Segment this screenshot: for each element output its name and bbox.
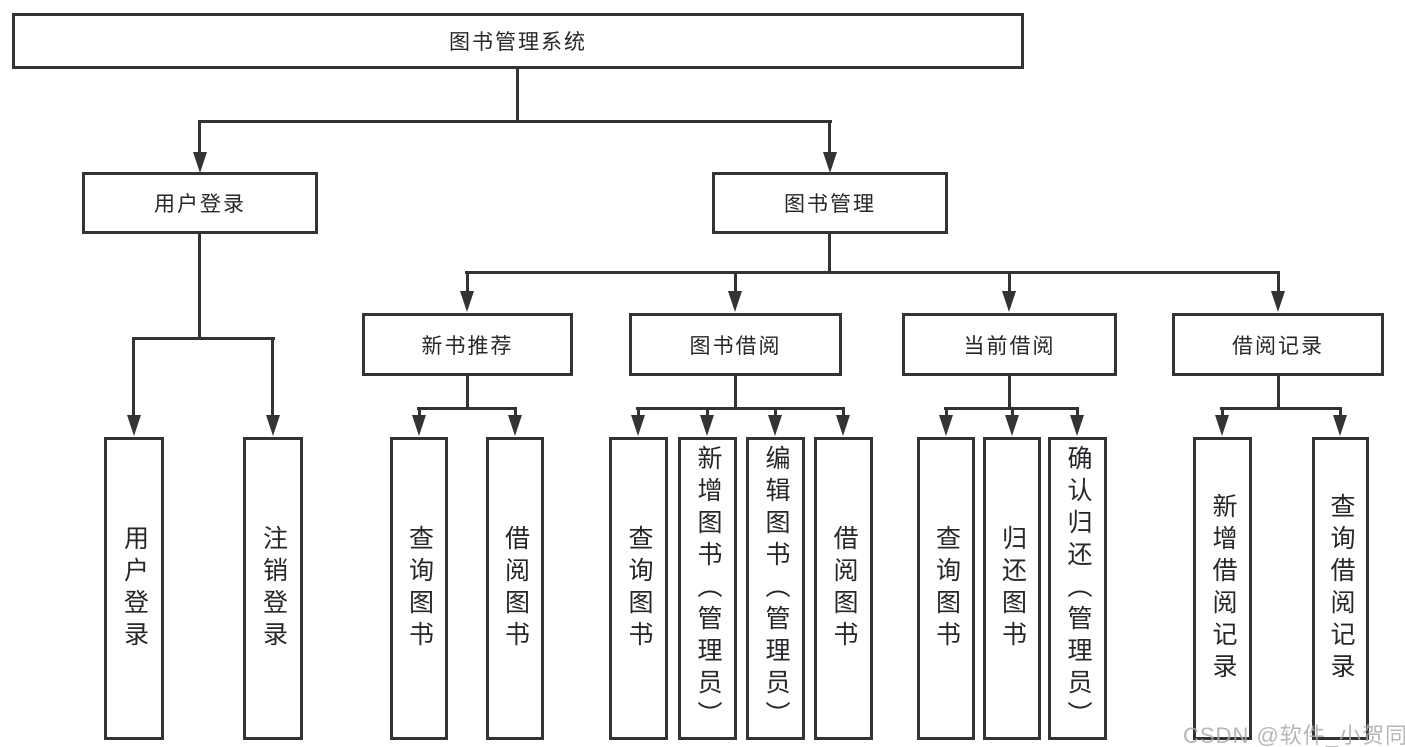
- arrow-down-icon: [1271, 291, 1285, 312]
- node-label: 归还图书: [998, 524, 1027, 653]
- connector-group4-stem: [1277, 376, 1280, 407]
- node-leaf-bb-query-book: 查询图书: [609, 437, 668, 740]
- node-book-borrow: 图书借阅: [629, 313, 842, 376]
- connector-leaf-shaft: [1011, 407, 1014, 419]
- connector-group-shaft: [466, 271, 469, 297]
- arrow-down-icon: [127, 415, 141, 436]
- node-current-borrow: 当前借阅: [902, 313, 1117, 376]
- node-user-login: 用户登录: [82, 172, 318, 234]
- node-borrow-records: 借阅记录: [1172, 313, 1384, 376]
- connector-user-login-shaft: [198, 120, 201, 156]
- node-label: 用户登录: [120, 524, 149, 653]
- node-leaf-cb-return-book: 归还图书: [983, 437, 1041, 740]
- node-leaf-nb-query-book: 查询图书: [390, 437, 448, 740]
- node-book-management: 图书管理: [712, 172, 948, 234]
- arrow-down-icon: [768, 415, 782, 436]
- node-label: 新增图书（管理员）: [694, 444, 722, 733]
- arrow-down-icon: [266, 415, 280, 436]
- arrow-down-icon: [631, 415, 645, 436]
- connector-leaf-shaft: [514, 407, 517, 419]
- connector-leaf-shaft: [132, 337, 135, 419]
- node-leaf-bb-edit-book-admin: 编辑图书（管理员）: [746, 437, 805, 740]
- node-leaf-cb-query-book: 查询图书: [917, 437, 975, 740]
- connector-leaf-shaft: [1339, 407, 1342, 419]
- arrow-down-icon: [823, 152, 837, 173]
- node-leaf-logout: 注销登录: [243, 437, 303, 740]
- arrow-down-icon: [193, 152, 207, 173]
- connector-group3-stem: [1008, 376, 1011, 407]
- node-label: 新书推荐: [421, 334, 514, 358]
- node-user-login-label: 用户登录: [154, 193, 246, 216]
- node-label: 注销登录: [259, 524, 288, 653]
- node-label: 确认归还（管理员）: [1064, 444, 1092, 733]
- arrow-down-icon: [939, 415, 953, 436]
- node-leaf-bb-borrow-book: 借阅图书: [814, 437, 873, 740]
- node-root-label: 图书管理系统: [449, 31, 587, 54]
- arrow-down-icon: [508, 415, 522, 436]
- connector-leaf-shaft: [418, 407, 421, 419]
- connector-leaf-shaft: [1076, 407, 1079, 419]
- connector-group2-stem: [734, 376, 737, 407]
- node-leaf-user-login: 用户登录: [104, 437, 164, 740]
- arrow-down-icon: [1002, 291, 1016, 312]
- node-leaf-br-add-record: 新增借阅记录: [1193, 437, 1252, 740]
- connector-leaf-shaft: [271, 337, 274, 419]
- connector-group2-rail: [636, 407, 845, 410]
- connector-user-stem: [198, 234, 201, 337]
- node-new-book-recommend: 新书推荐: [362, 313, 573, 376]
- connector-leaf-shaft: [637, 407, 640, 419]
- node-label: 借阅图书: [501, 524, 530, 653]
- connector-group-shaft: [1277, 271, 1280, 297]
- connector-group-shaft: [734, 271, 737, 297]
- arrow-down-icon: [700, 415, 714, 436]
- connector-level1-rail: [198, 120, 832, 123]
- connector-leaf-shaft: [945, 407, 948, 419]
- csdn-watermark: CSDN @软件_小贺同学: [1183, 723, 1405, 747]
- node-label: 编辑图书（管理员）: [762, 444, 790, 733]
- connector-leaf-shaft: [706, 407, 709, 419]
- node-label: 查询图书: [932, 524, 961, 653]
- connector-group1-rail: [417, 407, 517, 410]
- node-label: 新增借阅记录: [1209, 492, 1237, 685]
- arrow-down-icon: [460, 291, 474, 312]
- arrow-down-icon: [728, 291, 742, 312]
- arrow-down-icon: [836, 415, 850, 436]
- connector-book-mgmt-shaft: [828, 120, 831, 156]
- node-root: 图书管理系统: [12, 13, 1024, 69]
- node-label: 查询图书: [625, 524, 653, 653]
- arrow-down-icon: [1005, 415, 1019, 436]
- node-leaf-cb-confirm-return-admin: 确认归还（管理员）: [1048, 437, 1107, 740]
- connector-group1-stem: [466, 376, 469, 407]
- node-label: 图书借阅: [689, 334, 782, 358]
- arrow-down-icon: [1070, 415, 1084, 436]
- connector-user-rail: [132, 337, 275, 340]
- node-label: 借阅记录: [1232, 334, 1324, 358]
- node-leaf-nb-borrow-book: 借阅图书: [486, 437, 544, 740]
- arrow-down-icon: [412, 415, 426, 436]
- node-leaf-bb-add-book-admin: 新增图书（管理员）: [678, 437, 737, 740]
- node-label: 查询图书: [405, 524, 434, 653]
- connector-group4-rail: [1220, 407, 1342, 410]
- node-book-management-label: 图书管理: [784, 193, 876, 216]
- connector-leaf-shaft: [774, 407, 777, 419]
- connector-leaf-shaft: [1221, 407, 1224, 419]
- node-label: 借阅图书: [830, 524, 858, 653]
- node-leaf-br-query-record: 查询借阅记录: [1312, 437, 1369, 740]
- connector-level2-rail: [465, 271, 1280, 274]
- connector-leaf-shaft: [842, 407, 845, 419]
- connector-group-shaft: [1008, 271, 1011, 297]
- node-label: 当前借阅: [963, 334, 1056, 358]
- connector-mgmt-stem: [828, 234, 831, 274]
- node-label: 查询借阅记录: [1327, 492, 1355, 685]
- arrow-down-icon: [1333, 415, 1347, 436]
- arrow-down-icon: [1215, 415, 1229, 436]
- connector-root-stem: [516, 69, 519, 120]
